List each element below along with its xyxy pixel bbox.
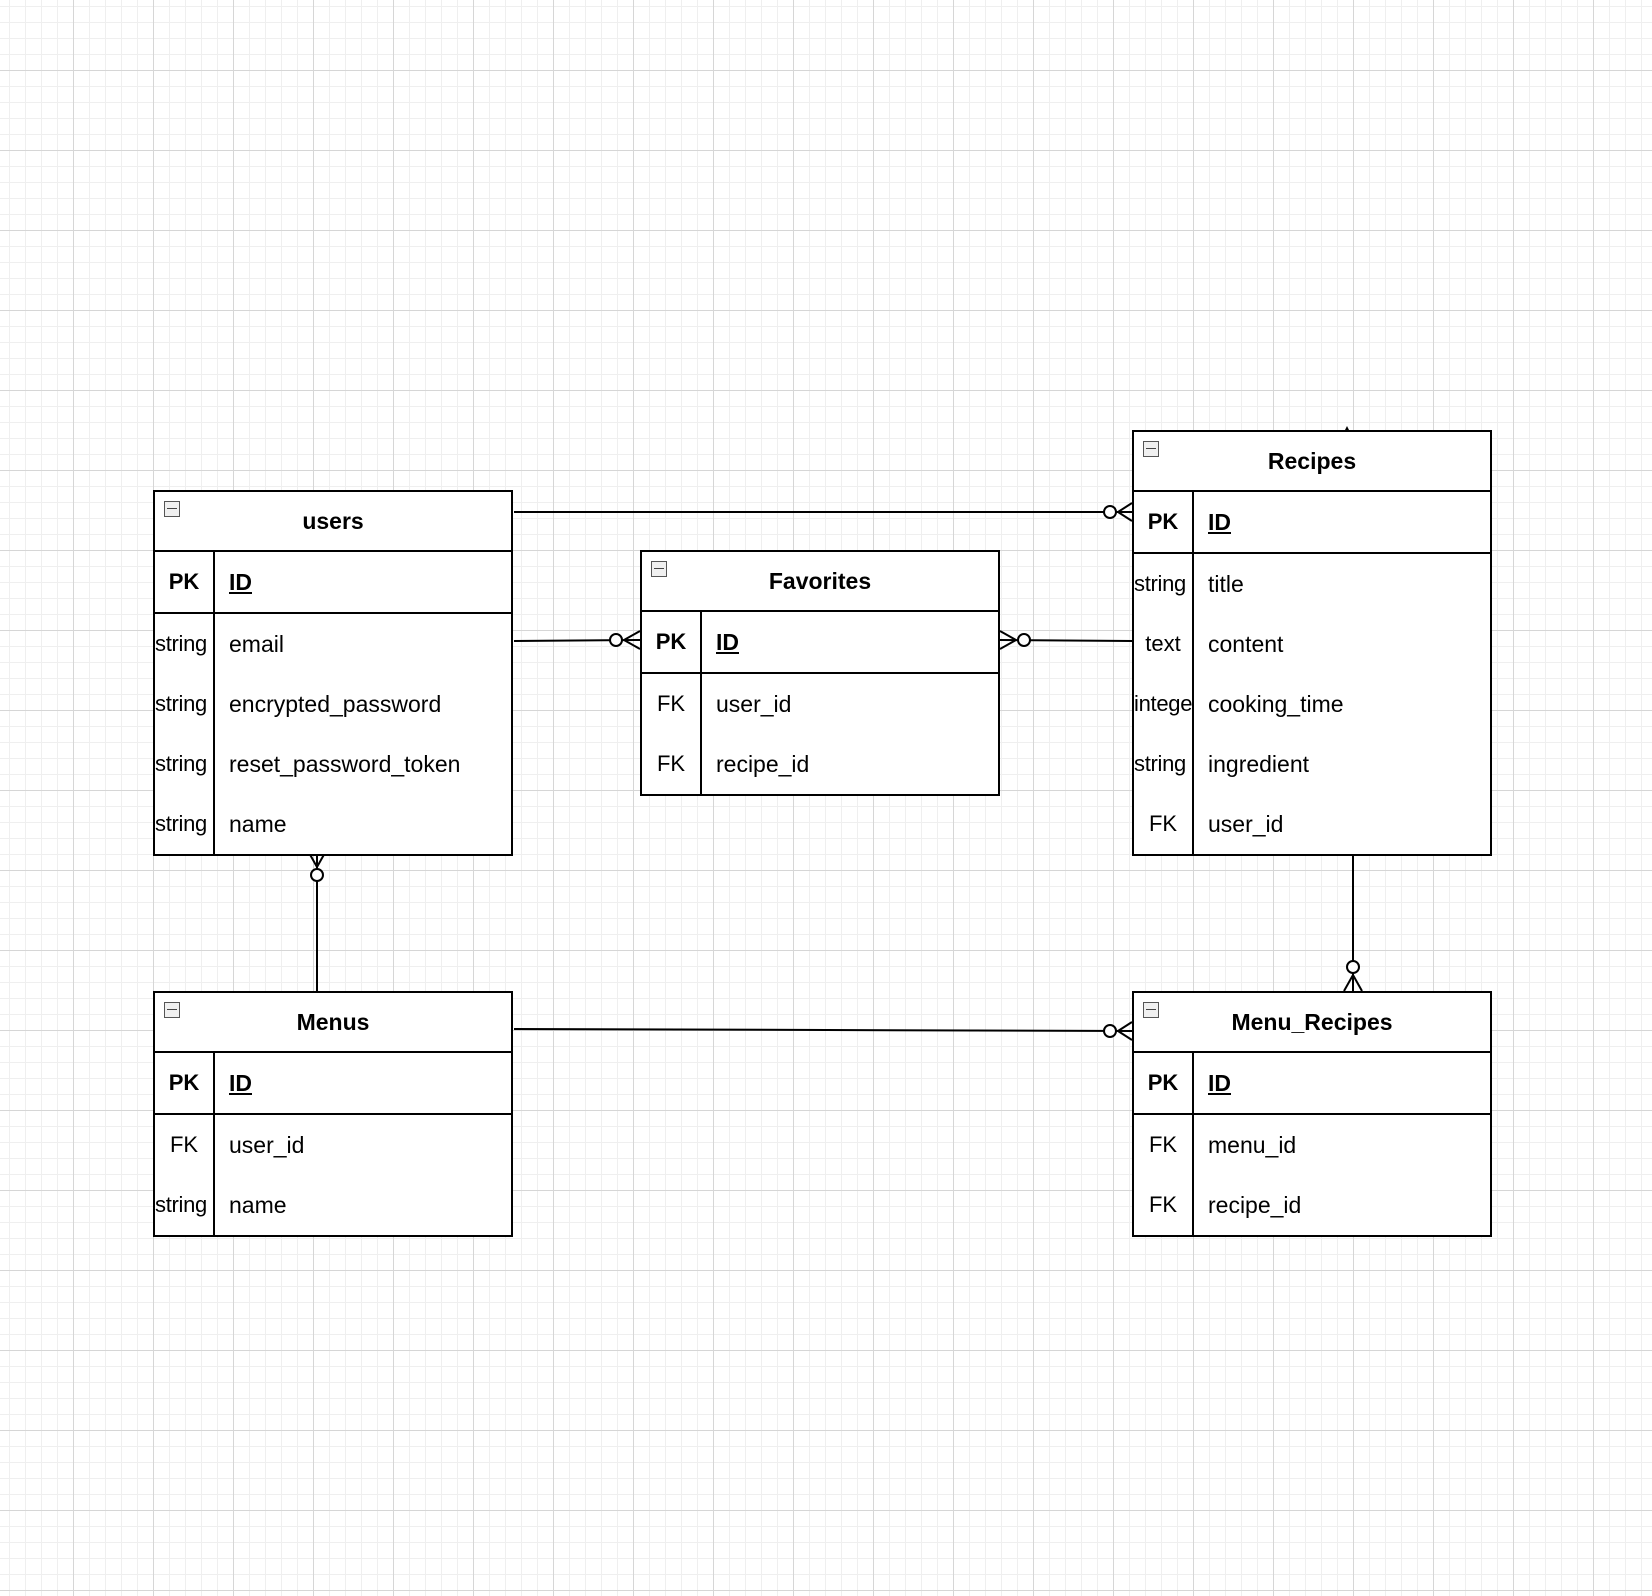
key-cell: FK xyxy=(642,734,702,794)
field-row[interactable]: string name xyxy=(155,794,511,854)
pk-row[interactable]: PK ID xyxy=(155,1053,511,1115)
collapse-icon[interactable] xyxy=(1143,441,1159,457)
entity-header: Menu_Recipes xyxy=(1134,993,1490,1053)
key-cell: text xyxy=(1134,614,1194,674)
field-name: name xyxy=(229,810,287,837)
pk-row[interactable]: PK ID xyxy=(155,552,511,614)
field-row[interactable]: FK recipe_id xyxy=(1134,1175,1490,1235)
field-row[interactable]: FK user_id xyxy=(1134,794,1490,854)
entity-menus[interactable]: Menus PK ID FK user_id string name xyxy=(153,991,513,1237)
field-name: ID xyxy=(229,568,252,595)
field-row[interactable]: string name xyxy=(155,1175,511,1235)
edge-users-recipes[interactable] xyxy=(514,502,1133,522)
collapse-icon[interactable] xyxy=(164,1002,180,1018)
key-cell: string xyxy=(155,794,215,854)
field-name: ID xyxy=(716,628,739,655)
field-row[interactable]: string ingredient xyxy=(1134,734,1490,794)
entity-recipes[interactable]: Recipes PK ID string title text content … xyxy=(1132,430,1492,856)
pk-row[interactable]: PK ID xyxy=(1134,1053,1490,1115)
field-name: ingredient xyxy=(1208,750,1310,777)
key-cell: string xyxy=(155,734,215,794)
key-cell: string xyxy=(155,614,215,674)
collapse-icon[interactable] xyxy=(164,501,180,517)
field-name: user_id xyxy=(229,1131,305,1158)
key-cell: string xyxy=(1134,554,1194,614)
collapse-icon[interactable] xyxy=(651,561,667,577)
field-name: ID xyxy=(1208,508,1231,535)
edge-recipes-favorites[interactable] xyxy=(999,630,1133,650)
field-name: recipe_id xyxy=(716,750,810,777)
key-cell: FK xyxy=(1134,794,1194,854)
pk-row[interactable]: PK ID xyxy=(642,612,998,674)
entity-favorites[interactable]: Favorites PK ID FK user_id FK recipe_id xyxy=(640,550,1000,796)
field-name: title xyxy=(1208,570,1244,597)
entity-header: Menus xyxy=(155,993,511,1053)
key-cell: FK xyxy=(1134,1175,1194,1235)
entity-title: Favorites xyxy=(768,567,872,594)
field-name: encrypted_password xyxy=(229,690,442,717)
field-name: user_id xyxy=(1208,810,1284,837)
field-name: content xyxy=(1208,630,1284,657)
field-row[interactable]: FK user_id xyxy=(155,1115,511,1175)
key-cell: FK xyxy=(642,674,702,734)
field-row[interactable]: string reset_password_token xyxy=(155,734,511,794)
field-name: recipe_id xyxy=(1208,1191,1302,1218)
entity-title: Menus xyxy=(296,1008,370,1035)
entity-menu-recipes[interactable]: Menu_Recipes PK ID FK menu_id FK recipe_… xyxy=(1132,991,1492,1237)
field-name: menu_id xyxy=(1208,1131,1297,1158)
entity-header: users xyxy=(155,492,511,552)
edge-users-favorites[interactable] xyxy=(513,630,641,650)
field-row[interactable]: FK user_id xyxy=(642,674,998,734)
entity-header: Recipes xyxy=(1134,432,1490,492)
field-row[interactable]: integer cooking_time xyxy=(1134,674,1490,734)
key-cell: PK xyxy=(1134,1053,1194,1113)
field-row[interactable]: string email xyxy=(155,614,511,674)
field-name: name xyxy=(229,1191,287,1218)
field-row[interactable]: string encrypted_password xyxy=(155,674,511,734)
pk-row[interactable]: PK ID xyxy=(1134,492,1490,554)
field-row[interactable]: text content xyxy=(1134,614,1490,674)
key-cell: string xyxy=(155,1175,215,1235)
field-name: ID xyxy=(1208,1069,1231,1096)
entity-header: Favorites xyxy=(642,552,998,612)
key-cell: PK xyxy=(642,612,702,672)
field-row[interactable]: FK menu_id xyxy=(1134,1115,1490,1175)
field-name: user_id xyxy=(716,690,792,717)
field-row[interactable]: string title xyxy=(1134,554,1490,614)
entity-title: users xyxy=(302,507,364,534)
key-cell: PK xyxy=(155,1053,215,1113)
field-name: ID xyxy=(229,1069,252,1096)
entity-users[interactable]: users PK ID string email string encrypte… xyxy=(153,490,513,856)
field-name: email xyxy=(229,630,284,657)
key-cell: FK xyxy=(1134,1115,1194,1175)
collapse-icon[interactable] xyxy=(1143,1002,1159,1018)
field-row[interactable]: FK recipe_id xyxy=(642,734,998,794)
entity-title: Menu_Recipes xyxy=(1231,1008,1393,1035)
edge-menus-menurecipes[interactable] xyxy=(513,1021,1133,1041)
key-cell: string xyxy=(155,674,215,734)
key-cell: string xyxy=(1134,734,1194,794)
key-cell: FK xyxy=(155,1115,215,1175)
key-cell: PK xyxy=(1134,492,1194,552)
key-cell: integer xyxy=(1134,674,1194,734)
edge-recipes-menurecipes[interactable] xyxy=(1343,853,1363,992)
entity-title: Recipes xyxy=(1267,447,1357,474)
key-cell: PK xyxy=(155,552,215,612)
field-name: cooking_time xyxy=(1208,690,1344,717)
edge-menus-users[interactable] xyxy=(307,850,327,991)
field-name: reset_password_token xyxy=(229,750,461,777)
